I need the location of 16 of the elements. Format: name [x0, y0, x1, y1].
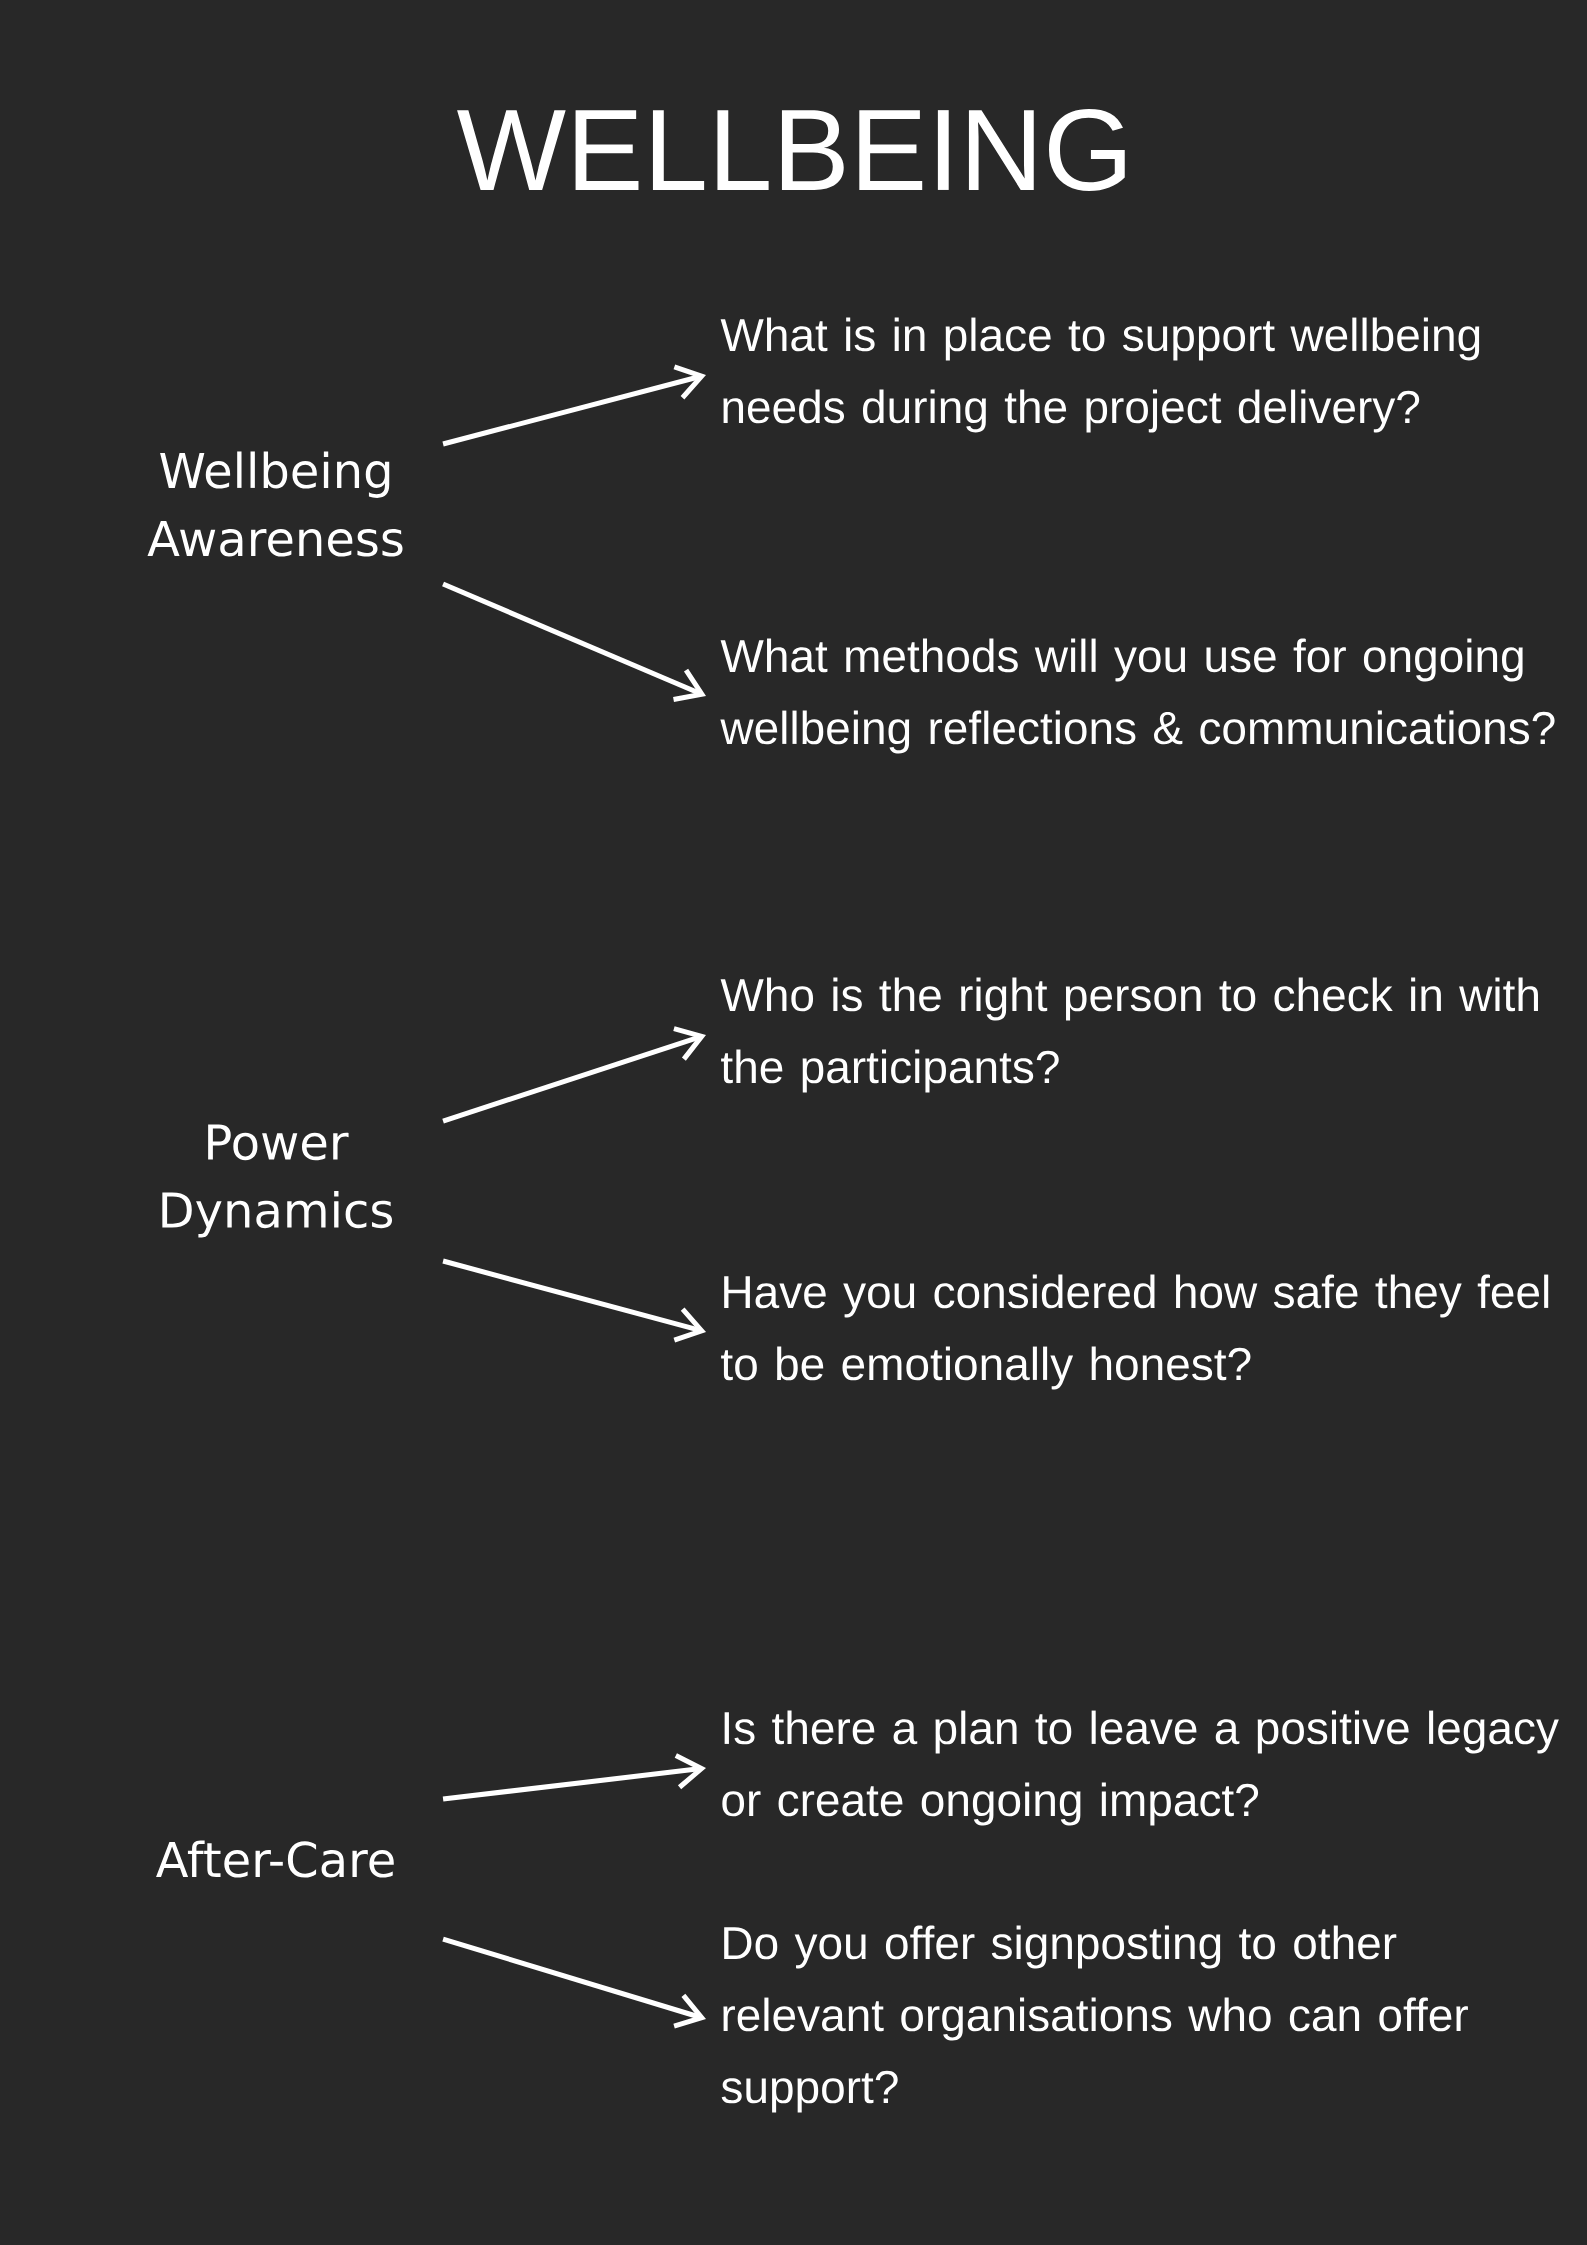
question-text: Have you considered how safe they feel to be emotionally honest? — [721, 1274, 1549, 1390]
arrow — [442, 364, 706, 447]
arrow — [442, 1753, 706, 1802]
category-label: After-Care — [156, 1840, 394, 1878]
title: WELLBEING — [457, 108, 1125, 192]
question-text: What is in place to support wellbeing needs during the project delivery? — [720, 317, 1480, 433]
question-text: Do you offer signposting to other relevant organisations who can offer support? — [721, 1925, 1468, 2113]
question-text: Is there a plan to leave a positive legacy or create ongoing impact? — [722, 1710, 1559, 1826]
arrow — [442, 1936, 706, 2029]
arrow — [442, 1026, 706, 1124]
arrow — [442, 1258, 706, 1343]
question-text: Who is the right person to check in with the participants? — [720, 977, 1538, 1093]
question-text: What methods will you use for ongoing wellbeing reflections & communications? — [720, 638, 1555, 754]
arrow — [442, 581, 706, 703]
category-label: Power Dynamics — [162, 1124, 393, 1238]
category-label: Wellbeing Awareness — [147, 451, 403, 557]
